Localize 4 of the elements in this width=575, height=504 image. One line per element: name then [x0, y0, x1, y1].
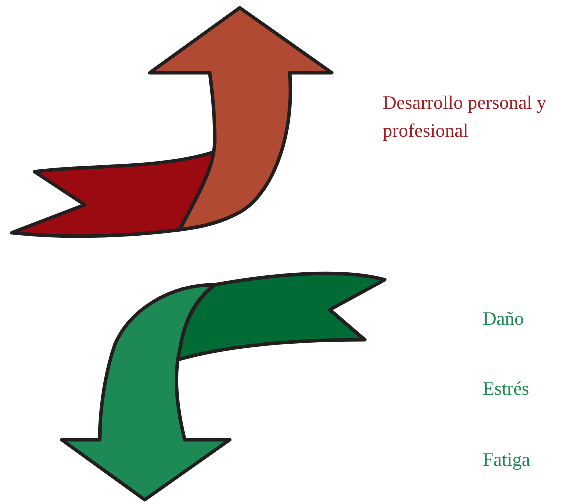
outcome-label: Desarrollo personal y profesional [383, 92, 548, 144]
outcome-label: Daño [483, 308, 526, 332]
outcome-label: Estrés [483, 378, 530, 402]
outcome-label: Fatiga [483, 449, 532, 473]
